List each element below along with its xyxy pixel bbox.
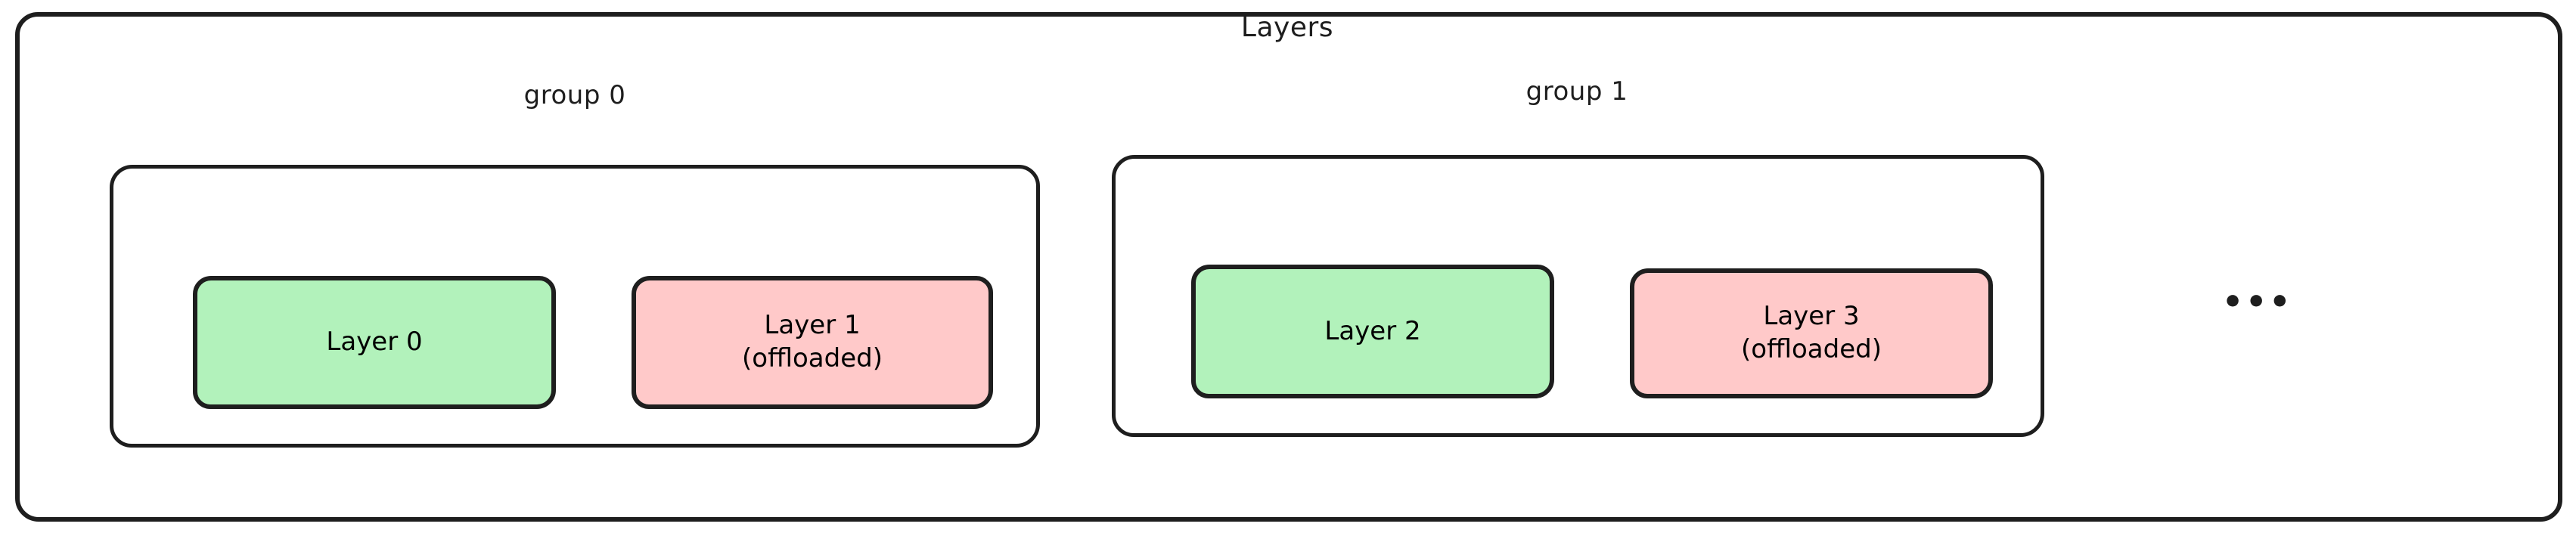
layer-label-1: Layer 1 (764, 310, 861, 341)
group-box-1 (1112, 155, 2044, 437)
layer-label-3: Layer 3 (1763, 301, 1860, 332)
layer-box-1[interactable]: Layer 1 (offloaded) (632, 276, 993, 409)
layer-state-1: (offloaded) (742, 343, 883, 373)
layer-state-3: (offloaded) (1741, 334, 1882, 364)
layer-box-3[interactable]: Layer 3 (offloaded) (1630, 268, 1993, 398)
layers-title: Layers (1240, 12, 1334, 43)
group-label-0: group 0 (523, 80, 626, 110)
layer-box-0[interactable]: Layer 0 (193, 276, 556, 409)
layers-container (15, 12, 2562, 522)
layer-box-2[interactable]: Layer 2 (1191, 265, 1554, 398)
continuation-ellipsis: ••• (2222, 283, 2293, 321)
group-box-0 (110, 165, 1040, 448)
group-label-1: group 1 (1525, 76, 1628, 107)
layer-label-2: Layer 2 (1324, 315, 1421, 346)
layer-label-0: Layer 0 (326, 327, 423, 358)
